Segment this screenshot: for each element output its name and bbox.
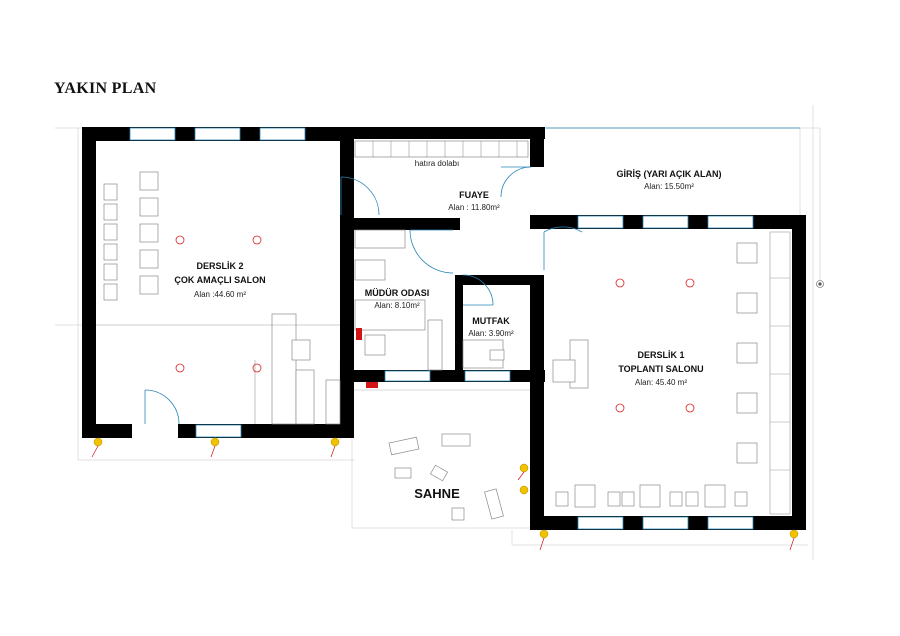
derslik2-name-line2: ÇOK AMAÇLI SALON (174, 275, 265, 285)
derslik1-name-line2: TOPLANTI SALONU (618, 364, 703, 374)
windows (129, 127, 800, 530)
derslik1-furniture (552, 231, 791, 515)
walls (82, 127, 806, 530)
fuaye-area: Alan : 11.80m² (448, 203, 500, 212)
derslik2-furniture (96, 171, 341, 425)
giris-name: GİRİŞ (YARI AÇIK ALAN) (616, 169, 721, 179)
fuaye-name: FUAYE (459, 190, 489, 200)
derslik1-name-line1: DERSLİK 1 (637, 350, 684, 360)
plan-title: YAKIN PLAN (54, 80, 157, 97)
giris-area: Alan: 15.50m² (644, 182, 694, 191)
small-rooms-furniture (354, 140, 529, 371)
derslik1-area: Alan: 45.40 m² (635, 378, 687, 387)
fire-extinguishers (356, 328, 378, 388)
mutfak-area: Alan: 3.90m² (468, 329, 514, 338)
derslik2-name-line1: DERSLİK 2 (196, 261, 243, 271)
stage-furniture (388, 433, 504, 521)
mutfak-name: MUTFAK (472, 316, 510, 326)
entrance-marker (816, 280, 824, 288)
mudur-name: MÜDÜR ODASI (365, 288, 430, 298)
mudur-area: Alan: 8.10m² (374, 301, 420, 310)
sahne-name: SAHNE (414, 486, 460, 501)
doors (144, 166, 583, 425)
ceiling-lamps (175, 235, 695, 413)
derslik2-area: Alan :44.60 m² (194, 290, 246, 299)
direction-arrows (91, 445, 795, 551)
hatira-label: hatıra dolabı (415, 159, 459, 168)
